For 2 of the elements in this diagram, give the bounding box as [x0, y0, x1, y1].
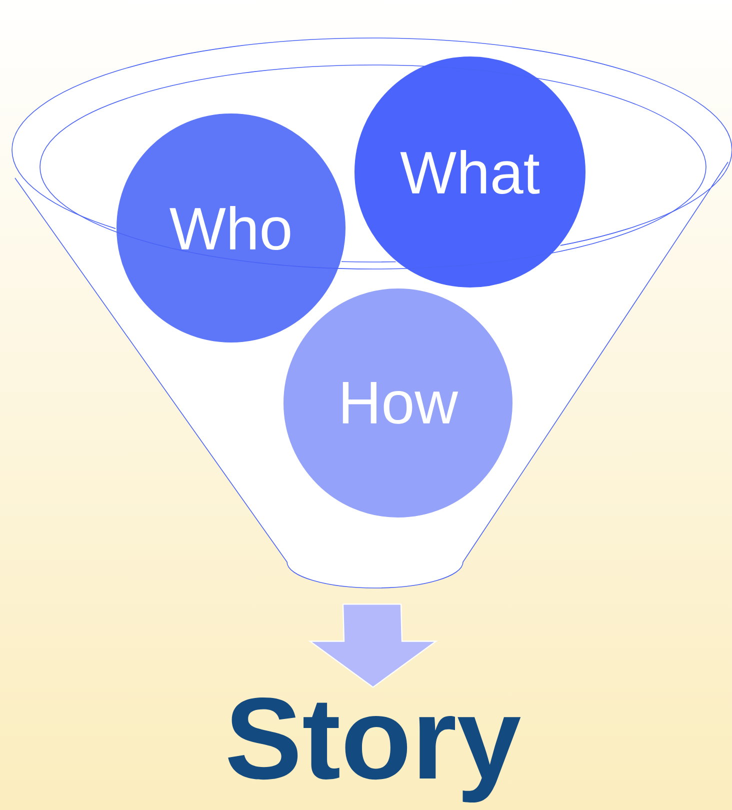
title-text: Story — [228, 697, 521, 803]
block-arrow — [308, 604, 438, 688]
